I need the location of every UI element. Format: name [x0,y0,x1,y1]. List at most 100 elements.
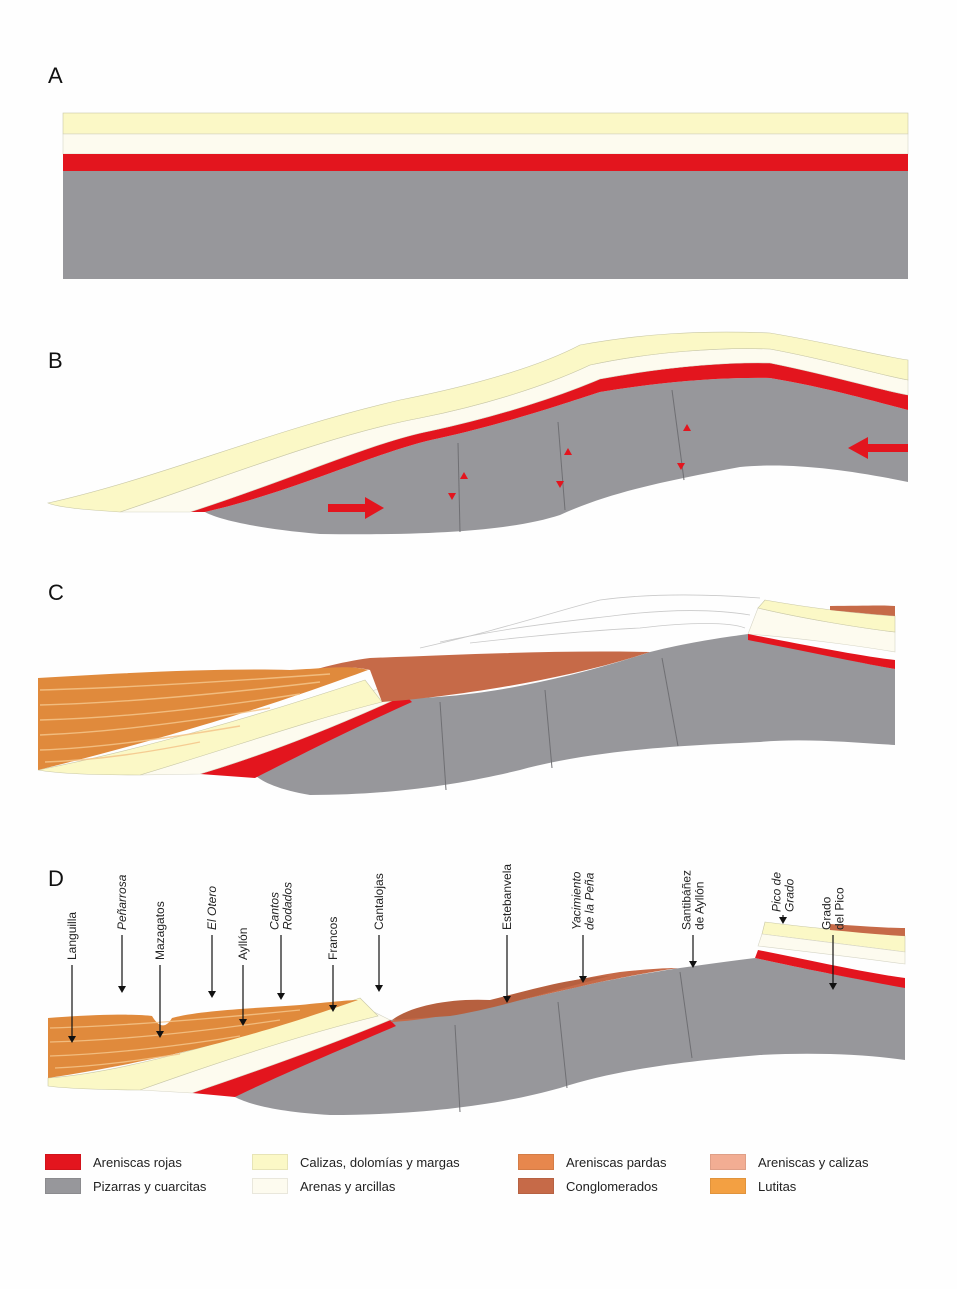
location-arrow-head-icon [829,983,837,990]
fault-line [457,442,461,533]
compression-arrow-left-icon [848,437,908,459]
legend-swatch [518,1178,554,1194]
panel-c-letter: C [48,580,64,605]
fault-line [679,971,693,1059]
location-label-yacimiento: Yacimientode la Peña [570,871,597,930]
panel-b-cross-section [47,331,909,535]
layer-calizas-b [47,331,909,513]
panel-d-letter: D [48,866,64,891]
fault-arrow-icon [460,472,468,479]
layer-pizarras-c [255,634,895,795]
legend-label: Lutitas [758,1178,797,1194]
location-arrow-head-icon [779,917,787,924]
location-arrow-head-icon [118,986,126,993]
location-label-pico-de-grado: Pico deGrado [770,872,797,912]
layer-conglomerados-d-right [830,924,905,936]
legend-swatch [518,1154,554,1170]
layer-conglomerados-c-right [830,605,895,616]
location-label-cantos-rodados: CantosRodados [268,882,295,930]
legend-label: Areniscas y calizas [758,1154,869,1170]
location-label-line: Grado [783,878,797,912]
layer-pizarras-d [235,958,905,1115]
location-arrow-head-icon [689,961,697,968]
compression-arrow-right-icon [328,497,384,519]
layer-conglomerados-d-lens [392,976,610,1020]
location-arrow-head-icon [68,1036,76,1043]
legend-label: Calizas, dolomías y margas [300,1154,460,1170]
fault-line [454,1024,461,1113]
location-label-line: de Ayllón [693,882,707,931]
legend-label: Areniscas pardas [566,1154,667,1170]
fault-arrow-icon [564,448,572,455]
legend-item-calizas: Calizas, dolomías y margas [252,1152,460,1172]
location-label-mazagatos: Mazagatos [153,901,167,960]
layer-areniscas-rojas-c [200,695,412,778]
location-arrow-head-icon [503,996,511,1003]
location-label-line: Cantalojas [372,873,386,930]
legend-swatch [45,1154,81,1170]
location-label-line: Grado [820,896,834,930]
location-markers: Languilla Peñarrosa Mazagatos El OteroAylló… [65,864,847,1043]
location-label-line: Santibáñez [680,870,694,930]
location-label-estebanvela: Estebanvela [500,864,514,930]
location-label-francos: Francos [326,917,340,960]
legend-swatch [710,1178,746,1194]
legend-swatch [45,1178,81,1194]
location-label-el-otero: El Otero [205,886,219,930]
legend-item-areniscas-pardas: Areniscas pardas [518,1152,666,1172]
eroded-layer-outline [439,610,751,643]
fault-line [544,689,553,769]
layer-calizas-c [37,679,383,776]
location-arrow-head-icon [375,985,383,992]
legend-label: Arenas y arcillas [300,1178,396,1194]
legend-swatch [252,1178,288,1194]
location-label-line: Estebanvela [500,864,514,930]
location-arrow-head-icon [156,1031,164,1038]
fault-arrow-icon [556,481,564,488]
location-arrow-head-icon [579,976,587,983]
legend-swatch [710,1154,746,1170]
location-label-line: del Pico [833,887,847,930]
location-label-line: Pico de [770,872,784,912]
fault-arrow-icon [683,424,691,431]
legend-label: Areniscas rojas [93,1154,182,1170]
legend-item-pizarras: Pizarras y cuarcitas [45,1176,206,1196]
legend-swatch [252,1154,288,1170]
panel-b-letter: B [48,348,63,373]
location-label-santibanez: Santibáñezde Ayllón [680,870,707,930]
location-label-line: Ayllón [236,928,250,960]
location-label-line: Cantos [268,892,282,930]
fault-line [439,701,447,791]
legend-item-conglomerados: Conglomerados [518,1176,658,1196]
layer-calizas-a [62,112,909,135]
eroded-layer-outline [469,623,746,644]
panel-c-cross-section [37,594,896,795]
location-label-line: Rodados [281,882,295,930]
location-arrow-head-icon [208,991,216,998]
location-label-cantalojas: Cantalojas [372,873,386,930]
panel-a-letter: A [48,63,63,88]
location-label-line: Yacimiento [570,871,584,930]
fault-arrow-icon [448,493,456,500]
location-label-grado-del-pico: Gradodel Pico [820,887,847,930]
layer-pizarras-b [205,377,908,535]
location-label-line: Mazagatos [153,901,167,960]
legend-item-areniscas-rojas: Areniscas rojas [45,1152,182,1172]
layer-pizarras-a [63,171,908,279]
location-label-line: Francos [326,917,340,960]
legend-label: Conglomerados [566,1178,658,1194]
location-label-line: Languilla [65,912,79,960]
location-label-line: de la Peña [583,872,597,930]
location-label-line: Peñarrosa [115,874,129,930]
panel-a-cross-section [62,112,909,279]
layer-arenas-d-right [757,933,906,965]
layer-conglomerados-c [290,651,650,702]
legend-item-areniscas-calizas: Areniscas y calizas [710,1152,869,1172]
fault-line [557,1001,568,1089]
legend-item-lutitas: Lutitas [710,1176,796,1196]
fault-line [661,657,679,747]
legend-label: Pizarras y cuarcitas [93,1178,207,1194]
location-label-languilla: Languilla [65,912,79,960]
location-label-ayllon: Ayllón [236,928,250,960]
